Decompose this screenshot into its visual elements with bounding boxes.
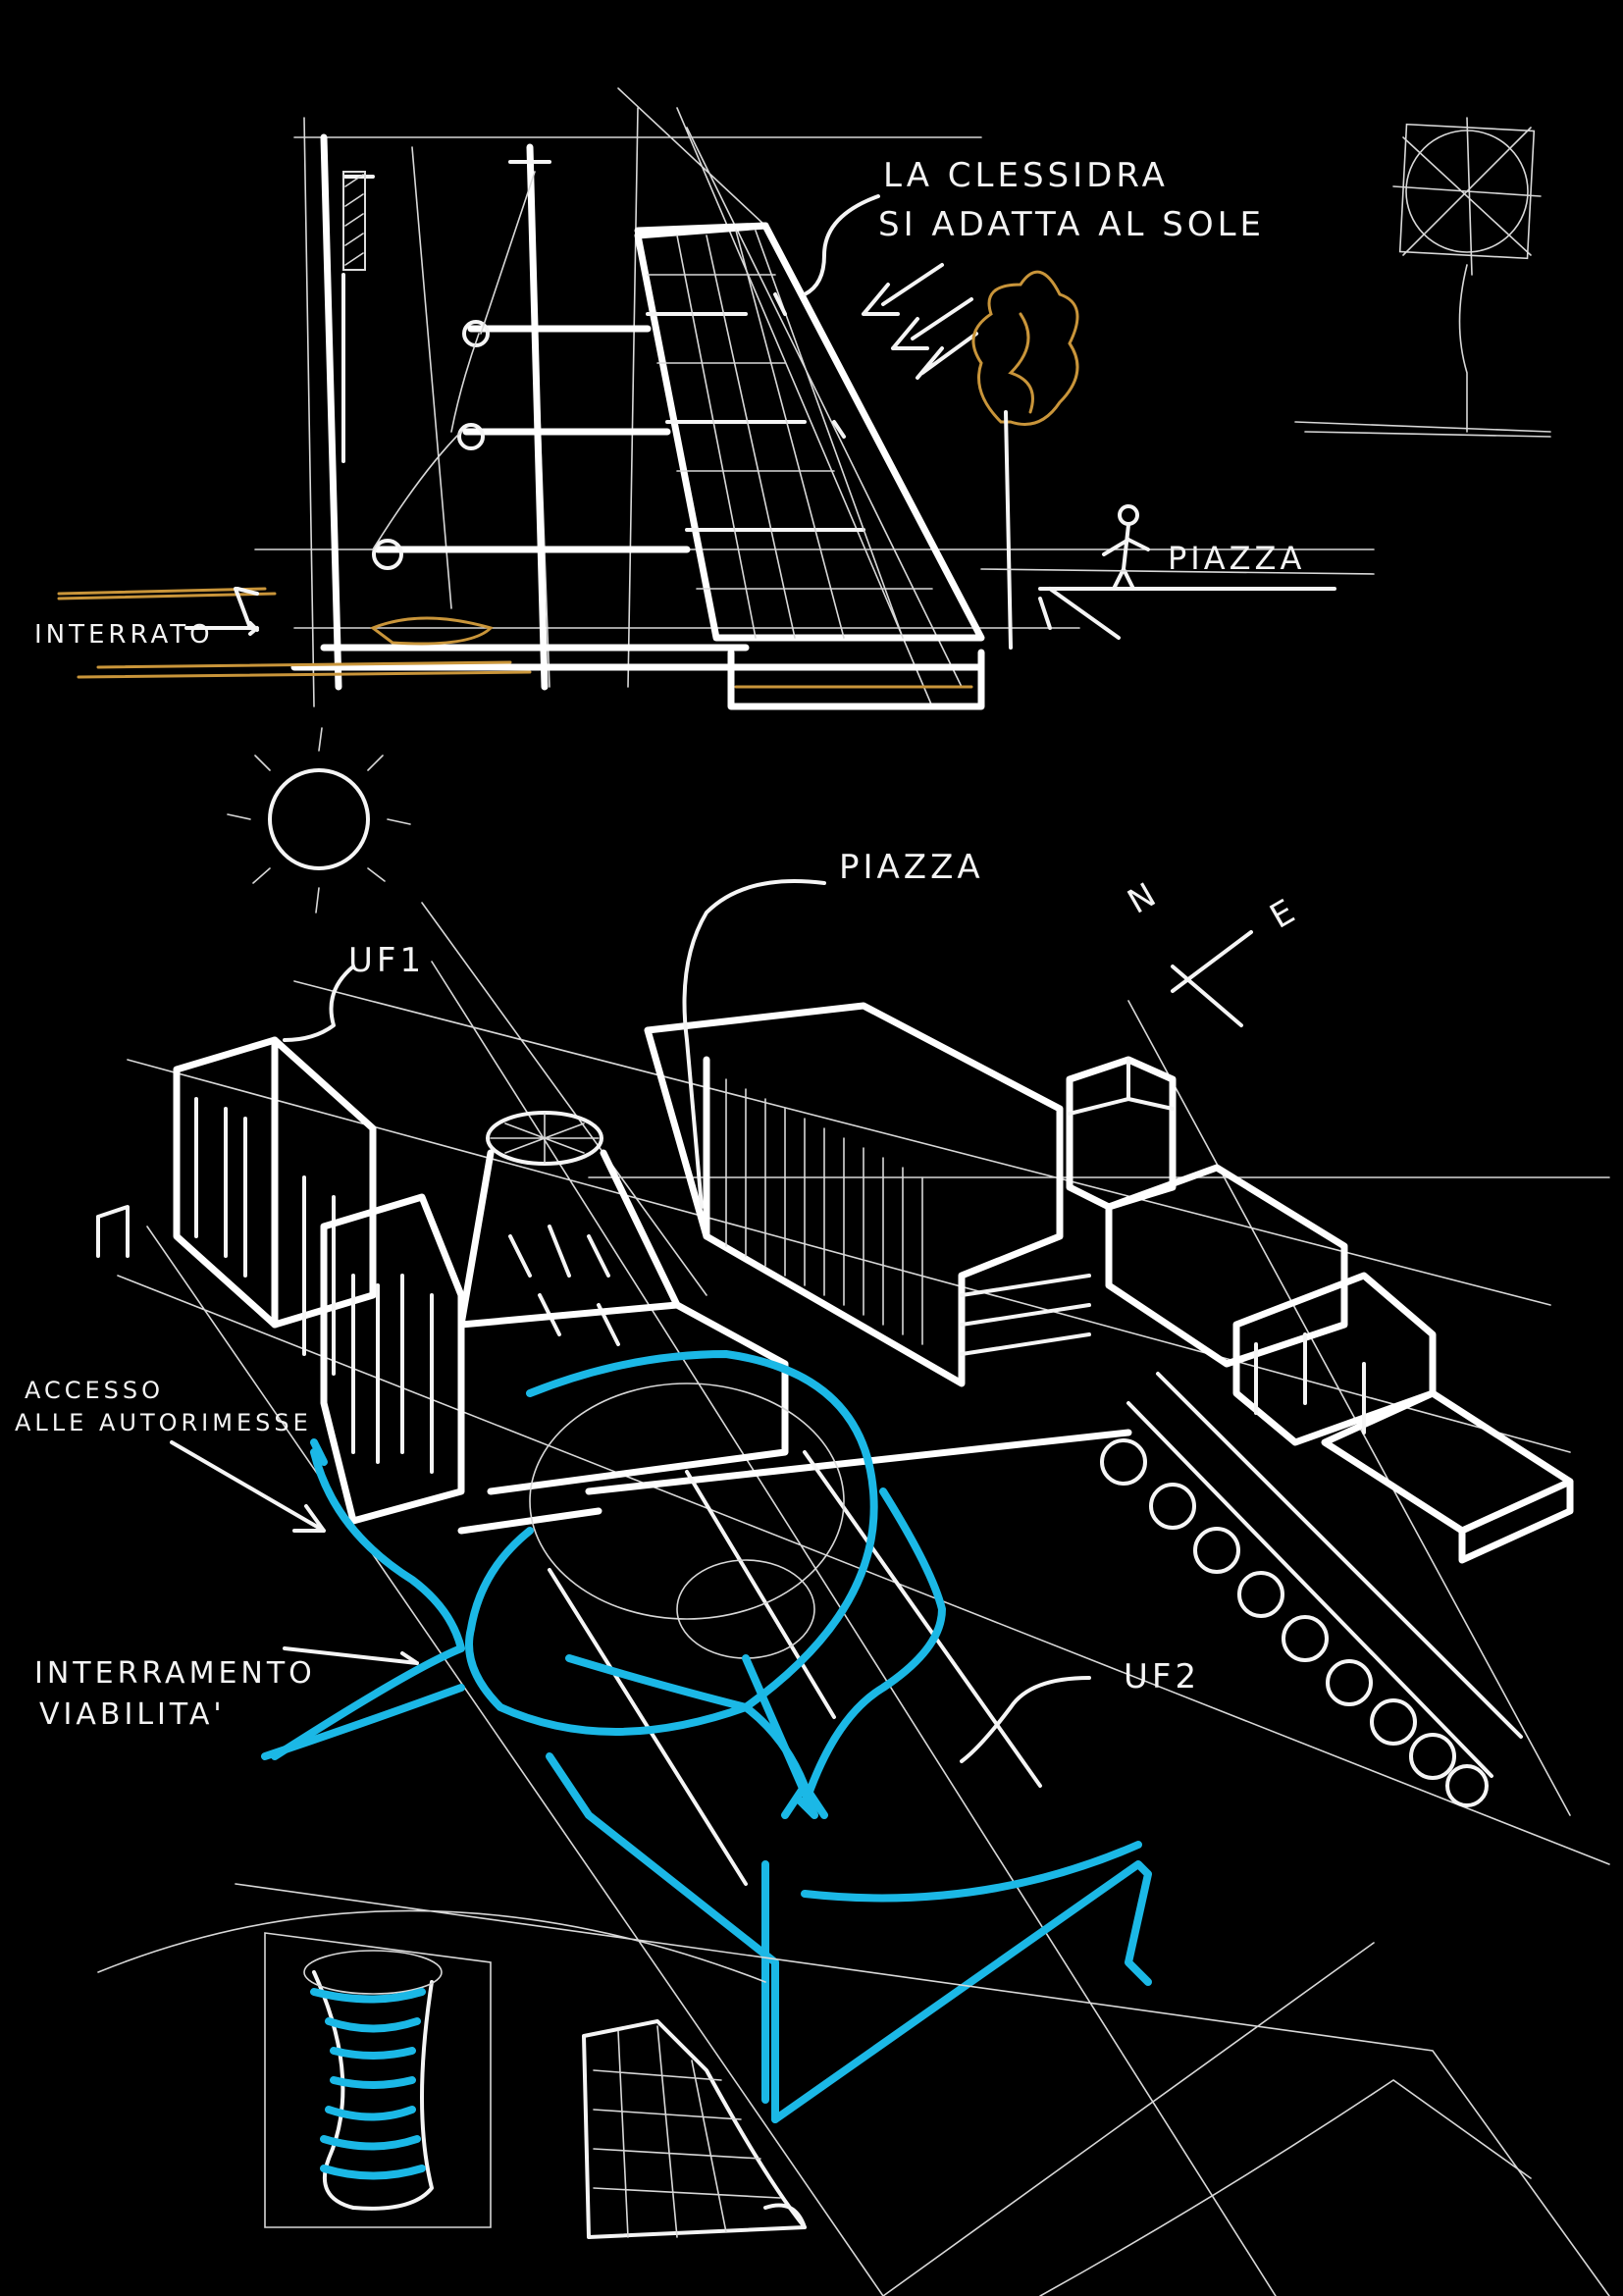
tree-row <box>1100 1372 1523 1807</box>
right-blocks <box>1105 1164 1574 1564</box>
person-icon <box>1102 504 1150 591</box>
section-drawing <box>57 87 1551 710</box>
accesso-label-line2: ALLE AUTORIMESSE <box>15 1409 312 1436</box>
interrato-label: INTERRATO <box>34 620 214 650</box>
traffic-flow-lines <box>261 1350 1152 2123</box>
compass-icon: N E <box>1122 873 1305 1027</box>
accesso-label-line1: ACCESSO <box>25 1377 164 1404</box>
piazza-section-label: PIAZZA <box>1168 540 1305 577</box>
uf2-label: UF2 <box>1124 1657 1200 1696</box>
bottom-studies <box>97 1883 1610 2296</box>
clessidra-label-line2: SI ADATTA AL SOLE <box>878 205 1265 244</box>
mini-sketch <box>1304 117 1551 438</box>
clessidra-label-line1: LA CLESSIDRA <box>883 156 1169 195</box>
tree-icon <box>971 270 1079 650</box>
sun-icon <box>227 727 411 913</box>
hourglass-study <box>264 1932 492 2228</box>
uf1-label: UF1 <box>348 941 425 980</box>
leader-lines <box>170 587 1091 1763</box>
piazza-plan-label: PIAZZA <box>839 848 984 887</box>
cone-study <box>582 2019 807 2239</box>
axonometric-plan <box>96 902 1610 2296</box>
uf1-block <box>96 1036 465 1525</box>
annotations: LA CLESSIDRA SI ADATTA AL SOLE PIAZZA IN… <box>15 156 1305 1732</box>
hourglass-plan <box>457 1111 789 1495</box>
piazza-block <box>644 1002 1091 1387</box>
compass-east: E <box>1264 890 1305 936</box>
interramento-label-line1: INTERRAMENTO <box>34 1656 316 1691</box>
hatched-wall <box>342 171 366 271</box>
interramento-label-line2: VIABILITA' <box>39 1697 226 1732</box>
hourglass-facade <box>634 222 985 642</box>
compass-north: N <box>1122 873 1166 921</box>
